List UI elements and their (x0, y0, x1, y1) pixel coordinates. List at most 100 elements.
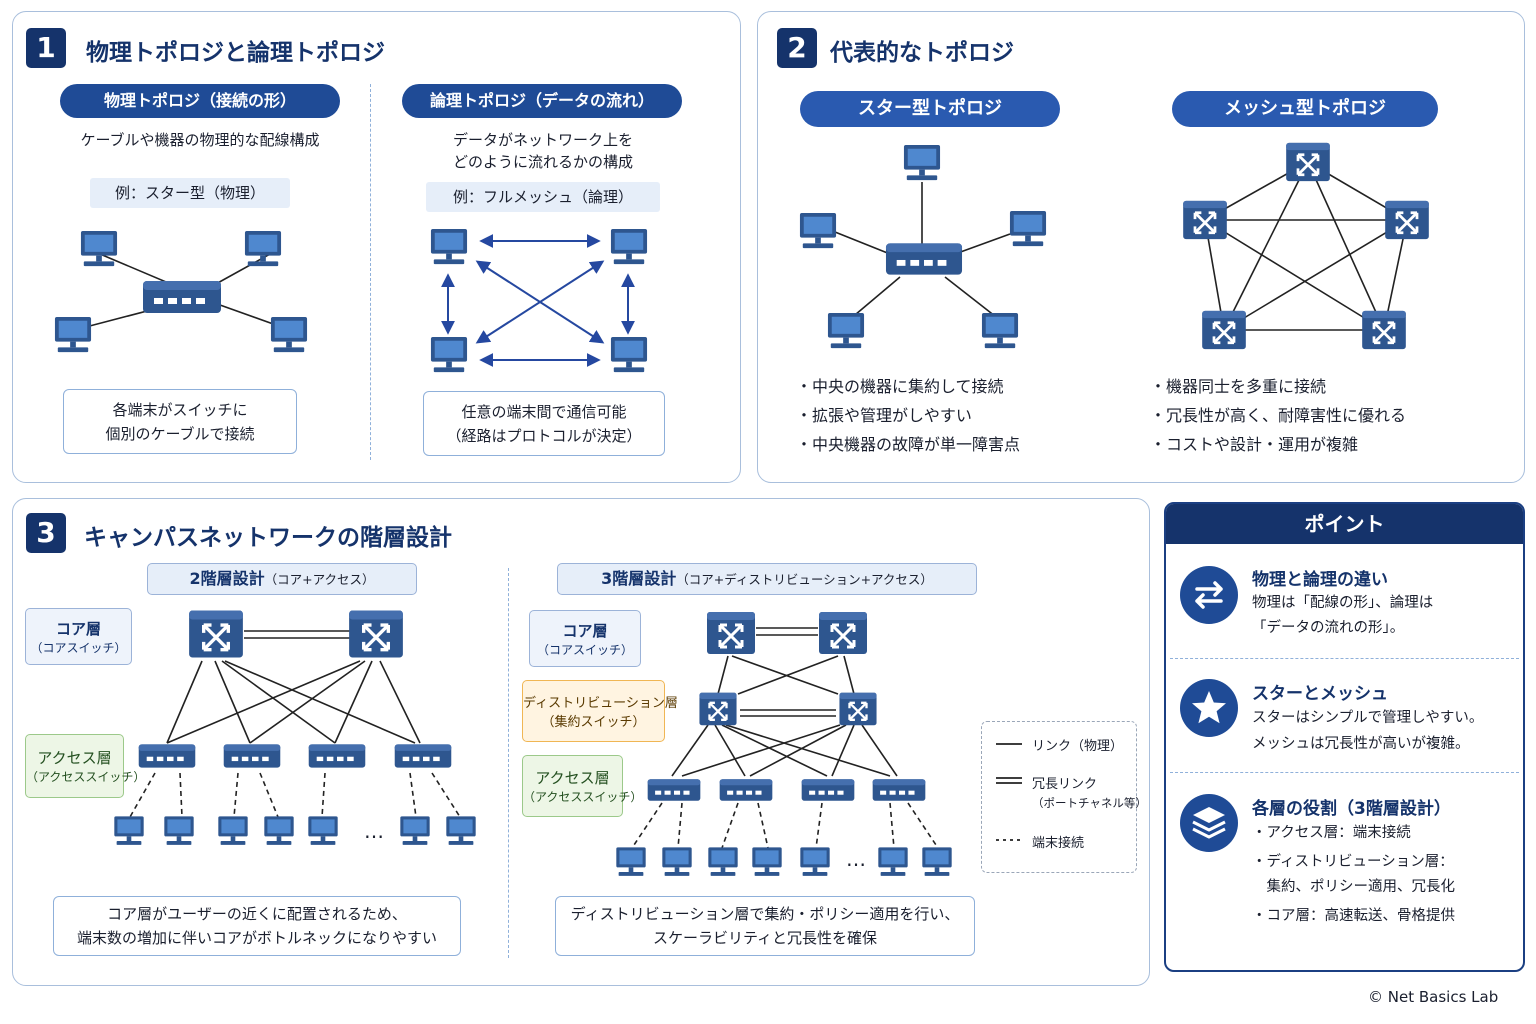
pc-icon (616, 847, 646, 876)
pc-icon (430, 336, 468, 373)
logical-mesh-diagram (430, 228, 648, 373)
pc-icon (903, 144, 941, 181)
physical-topology-label: 物理トポロジ（接続の形） (60, 84, 340, 118)
three-tier-diagram (616, 610, 952, 876)
pc-icon (1009, 210, 1047, 247)
legend-redundant-sub: （ポートチャネル等） (1032, 796, 1147, 810)
pc-icon (981, 312, 1019, 349)
physical-star-diagram (54, 230, 308, 353)
star-bullet: 拡張や管理がしやすい (796, 401, 1020, 430)
router-icon (1182, 200, 1228, 240)
three-tier-title: 3階層設計 (601, 569, 677, 588)
point-divider (1170, 772, 1519, 773)
router-icon (1384, 200, 1430, 240)
link-legend: リンク（物理） 冗長リンク （ポートチャネル等） 端末接続 (981, 721, 1147, 873)
legend-terminal-line (996, 839, 1022, 841)
pc-icon (270, 316, 308, 353)
star-bullets: 中央の機器に集約して接続 拡張や管理がしやすい 中央機器の故障が単一障害点 (796, 372, 1020, 459)
two-tier-label: 2階層設計（コア+アクセス） (147, 563, 417, 595)
point-desc-line: メッシュは冗長性が高いが複雑。 (1252, 736, 1470, 752)
section-title-1: 物理トポロジと論理トポロジ (86, 40, 385, 66)
logical-note-line1: 任意の端末間で通信可能 (461, 402, 627, 421)
pc-icon (80, 230, 118, 267)
pc-icon (400, 816, 430, 845)
point-title: 各層の役割（3階層設計） (1252, 799, 1451, 819)
mesh-topology-diagram (1182, 142, 1430, 350)
point-desc-line: 物理は「配線の形」、論理は (1252, 595, 1434, 611)
physical-example: 例：スター型（物理） (90, 178, 290, 208)
pc-icon (610, 336, 648, 373)
point-desc-line: スターはシンプルで管理しやすい。 (1252, 710, 1484, 726)
two-tier-diagram (114, 609, 476, 845)
switch-icon (143, 281, 221, 313)
three-tier-note-line2: スケーラビリティと冗長性を確保 (652, 929, 878, 947)
section-title-3: キャンパスネットワークの階層設計 (84, 525, 452, 551)
pc-icon (827, 312, 865, 349)
distribution-layer-sub: （集約スイッチ） (541, 715, 646, 730)
point-title: スターとメッシュ (1252, 684, 1388, 704)
point-title: 物理と論理の違い (1252, 570, 1388, 590)
router-icon (1201, 310, 1247, 350)
mesh-bullet: 冗長性が高く、耐障害性に優れる (1150, 401, 1406, 430)
core-layer-label: コア層 (562, 621, 608, 640)
two-tier-ellipsis: … (364, 819, 384, 843)
three-tier-distribution-layer: ディストリビューション層 （集約スイッチ） (522, 680, 678, 742)
mesh-topology-label: メッシュ型トポロジ (1172, 91, 1438, 127)
pc-icon (244, 230, 282, 267)
pc-icon (610, 228, 648, 265)
pc-icon (218, 816, 248, 845)
two-tier-core-layer: コア層 （コアスイッチ） (25, 608, 132, 665)
legend-link-line (996, 743, 1022, 745)
logical-note-line2: （経路はプロトコルが決定） (446, 426, 642, 445)
access-layer-label: アクセス層 (535, 769, 610, 787)
pc-icon (799, 212, 837, 249)
two-tier-title: 2階層設計 (189, 569, 265, 588)
core-switch-icon (348, 609, 404, 659)
logical-example: 例：フルメッシュ（論理） (426, 182, 660, 212)
legend-terminal-label: 端末接続 (1032, 836, 1085, 851)
distribution-layer-label: ディストリビューション層 (523, 696, 678, 711)
layers-icon (1180, 794, 1238, 852)
point-desc-line: 「データの流れの形」。 (1252, 620, 1405, 636)
distribution-switch-icon (838, 692, 878, 726)
point-desc-line: ・コア層：高速転送、骨格提供 (1252, 908, 1455, 924)
pc-icon (752, 847, 782, 876)
two-tier-note-line1: コア層がユーザーの近くに配置されるため、 (107, 905, 407, 923)
mesh-bullet: コストや設計・運用が複雑 (1150, 430, 1406, 459)
logical-note: 任意の端末間で通信可能 （経路はプロトコルが決定） (423, 391, 665, 456)
router-icon (1361, 310, 1407, 350)
pc-icon (800, 847, 830, 876)
access-switch-icon (394, 744, 452, 768)
access-switch-icon (138, 744, 196, 768)
section-title-2: 代表的なトポロジ (830, 40, 1014, 66)
three-tier-core-layer: コア層 （コアスイッチ） (529, 610, 641, 667)
access-switch-icon (872, 779, 926, 801)
section-number-3: 3 (26, 513, 66, 553)
three-tier-note: ディストリビューション層で集約・ポリシー適用を行い、 スケーラビリティと冗長性を… (555, 896, 975, 956)
physical-note-line2: 個別のケーブルで接続 (105, 424, 255, 443)
point-desc-line: 集約、ポリシー適用、冗長化 (1252, 879, 1455, 895)
access-layer-label: アクセス層 (37, 749, 112, 767)
pc-icon (430, 228, 468, 265)
section3-divider (508, 568, 509, 958)
pc-icon (878, 847, 908, 876)
point-item-physical-logical: 物理と論理の違い 物理は「配線の形」、論理は 「データの流れの形」。 (1166, 544, 1523, 658)
pc-icon (54, 316, 92, 353)
pc-icon (446, 816, 476, 845)
access-switch-icon (801, 779, 855, 801)
physical-note-line1: 各端末がスイッチに (112, 400, 248, 419)
router-icon (1285, 142, 1331, 182)
physical-note: 各端末がスイッチに 個別のケーブルで接続 (63, 389, 297, 454)
three-tier-subtitle: （コア+ディストリビューション+アクセス） (676, 572, 933, 587)
physical-description: ケーブルや機器の物理的な配線構成 (80, 131, 320, 149)
point-panel: ポイント 物理と論理の違い 物理は「配線の形」、論理は 「データの流れの形」。 … (1164, 502, 1525, 972)
legend-redundant-line (996, 777, 1022, 784)
pc-icon (164, 816, 194, 845)
mesh-bullets: 機器同士を多重に接続 冗長性が高く、耐障害性に優れる コストや設計・運用が複雑 (1150, 372, 1406, 459)
three-tier-note-line1: ディストリビューション層で集約・ポリシー適用を行い、 (570, 905, 960, 923)
legend-link-label: リンク（物理） (1032, 739, 1124, 754)
logical-topology-label: 論理トポロジ（データの流れ） (402, 84, 682, 118)
star-topology-label: スター型トポロジ (800, 91, 1060, 127)
two-tier-access-layer: アクセス層 （アクセススイッチ） (25, 734, 145, 798)
distribution-switch-icon (698, 692, 738, 726)
